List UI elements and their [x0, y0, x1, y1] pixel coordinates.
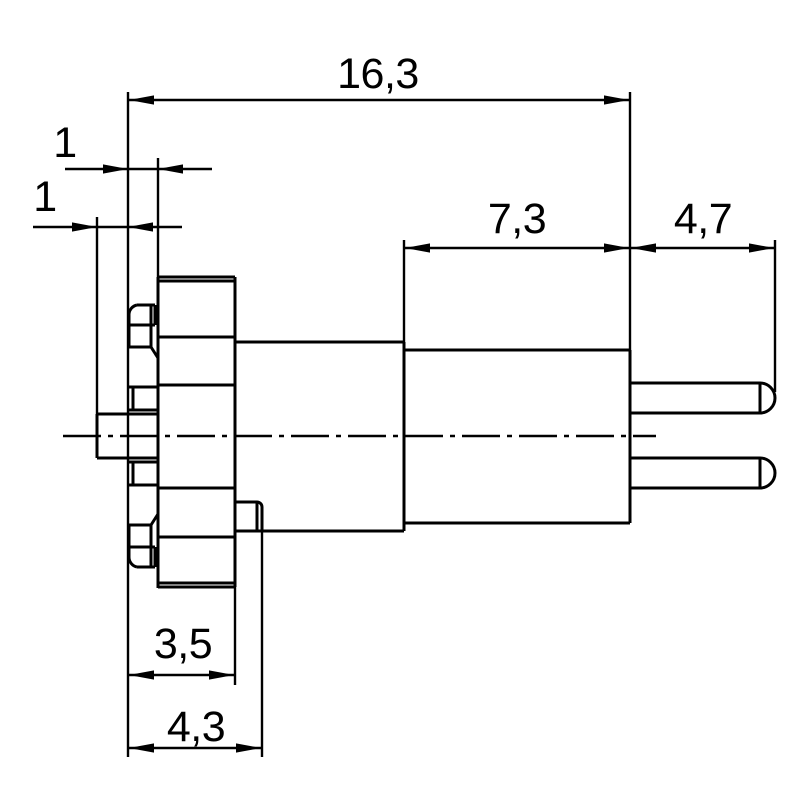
hex-lower: [127, 513, 160, 547]
dim-16-3: 16,3: [129, 50, 629, 105]
contact-lower: [127, 545, 157, 569]
solder-tab: [235, 500, 264, 531]
dim-3-5-label: 3,5: [154, 620, 212, 668]
dim-1-flange-label: 1: [53, 119, 76, 167]
groove-lower: [128, 460, 158, 487]
rear-body: [404, 348, 632, 525]
groove-upper: [128, 385, 158, 412]
dim-4-7: 4,7: [631, 195, 774, 253]
dim-4-3-label: 4,3: [167, 703, 225, 751]
dim-1-flange: 1: [53, 119, 212, 174]
extension-lines: [95, 92, 777, 757]
dim-1-plate: 1: [33, 173, 182, 232]
pin-lower: [630, 456, 777, 490]
dim-3-5: 3,5: [129, 620, 234, 680]
hex-upper: [127, 325, 160, 359]
dim-7-3-label: 7,3: [488, 195, 546, 243]
contact-upper: [127, 303, 157, 327]
dim-4-3: 4,3: [129, 703, 261, 753]
flange-body: [156, 275, 237, 589]
dim-4-7-label: 4,7: [674, 195, 732, 243]
pin-upper: [630, 381, 777, 415]
dim-16-3-label: 16,3: [337, 50, 419, 98]
dim-7-3: 7,3: [405, 195, 629, 253]
dim-1-plate-label: 1: [33, 173, 56, 221]
